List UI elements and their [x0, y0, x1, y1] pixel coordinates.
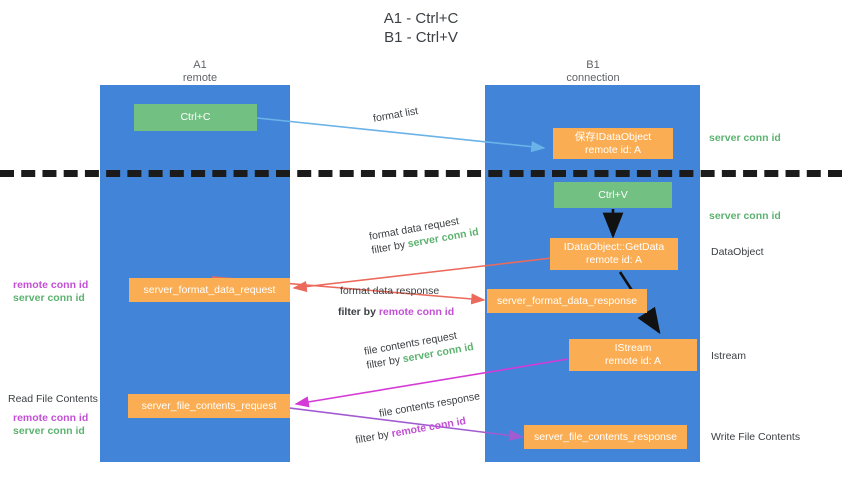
node-server-format-data-request-label: server_format_data_request — [143, 283, 276, 296]
annotation-remote-conn-id-1: remote conn id — [13, 279, 89, 291]
node-getdata-label: IDataObject::GetData — [563, 241, 665, 253]
edge-label-format-data-response: format data response filter by remote co… — [338, 285, 454, 319]
edge-label-file-contents-request: file contents request filter by server c… — [363, 326, 475, 372]
node-ctrl-c[interactable]: Ctrl+C — [134, 104, 257, 131]
node-server-file-contents-request[interactable]: server_file_contents_request — [128, 394, 290, 418]
annotation-server-conn-id-2: server conn id — [13, 425, 85, 437]
annotation-read-file-contents: Read File Contents — [8, 393, 98, 405]
node-server-file-contents-response-label: server_file_contents_response — [533, 430, 677, 443]
node-server-file-contents-response[interactable]: server_file_contents_response — [524, 425, 687, 449]
node-server-format-data-response[interactable]: server_format_data_response — [487, 289, 647, 313]
remote-conn-id-key: remote conn id — [378, 306, 455, 318]
page-title: A1 - Ctrl+C B1 - Ctrl+V — [0, 9, 842, 47]
lane-a1-name: A1 — [193, 59, 207, 71]
edge-label-format-list: format list — [372, 105, 420, 125]
node-save-idataobject-subtext: remote id: A — [584, 143, 642, 156]
lane-a1-sub: remote — [182, 72, 218, 84]
remote-conn-id-key: remote conn id — [390, 415, 467, 440]
title-line-2: B1 - Ctrl+V — [384, 29, 458, 46]
node-server-format-data-response-label: server_format_data_response — [496, 294, 638, 307]
filter-by-prefix: filter by — [354, 428, 393, 447]
annotation-server-conn-id-second: server conn id — [709, 210, 781, 222]
annotation-write-file-contents: Write File Contents — [711, 431, 801, 443]
node-getdata-subtext: remote id: A — [585, 254, 643, 266]
lane-header-b1: B1 connection — [533, 59, 653, 85]
filter-by-prefix: filter by — [338, 306, 379, 318]
annotation-istream: Istream — [711, 350, 747, 362]
annotation-server-conn-id-top: server conn id — [709, 132, 781, 144]
node-ctrl-v-label: Ctrl+V — [598, 188, 628, 201]
edge-label-format-data-request: format data request filter by server con… — [368, 211, 480, 257]
phase-separator — [0, 170, 842, 177]
node-save-idataobject[interactable]: 保存IDataObject remote id: A — [553, 128, 673, 159]
edge-label-format-data-response-line2: filter by remote conn id — [338, 306, 454, 319]
node-server-file-contents-request-label: server_file_contents_request — [141, 399, 277, 412]
node-save-idataobject-label: 保存IDataObject — [574, 130, 652, 143]
node-getdata[interactable]: IDataObject::GetData remote id: A — [550, 238, 678, 270]
annotation-dataobject: DataObject — [711, 246, 764, 258]
lane-b1-name: B1 — [586, 59, 600, 71]
lane-header-a1: A1 remote — [140, 59, 260, 85]
node-istream[interactable]: IStream remote id: A — [569, 339, 697, 371]
node-ctrl-c-label: Ctrl+C — [180, 111, 211, 123]
edge-label-file-contents-response: file contents response filter by remote … — [354, 389, 485, 446]
node-istream-label: IStream — [614, 342, 652, 354]
annotation-server-conn-id-1: server conn id — [13, 292, 85, 304]
node-server-format-data-request[interactable]: server_format_data_request — [129, 278, 290, 302]
lane-b1-sub: connection — [566, 72, 620, 84]
node-ctrl-v[interactable]: Ctrl+V — [554, 182, 672, 208]
title-line-1: A1 - Ctrl+C — [383, 10, 459, 27]
edge-label-file-contents-response-line2: filter by remote conn id — [354, 411, 485, 447]
node-istream-subtext: remote id: A — [604, 355, 662, 367]
edge-label-format-data-response-line1: format data response — [340, 285, 440, 297]
annotation-remote-conn-id-2: remote conn id — [13, 412, 89, 424]
